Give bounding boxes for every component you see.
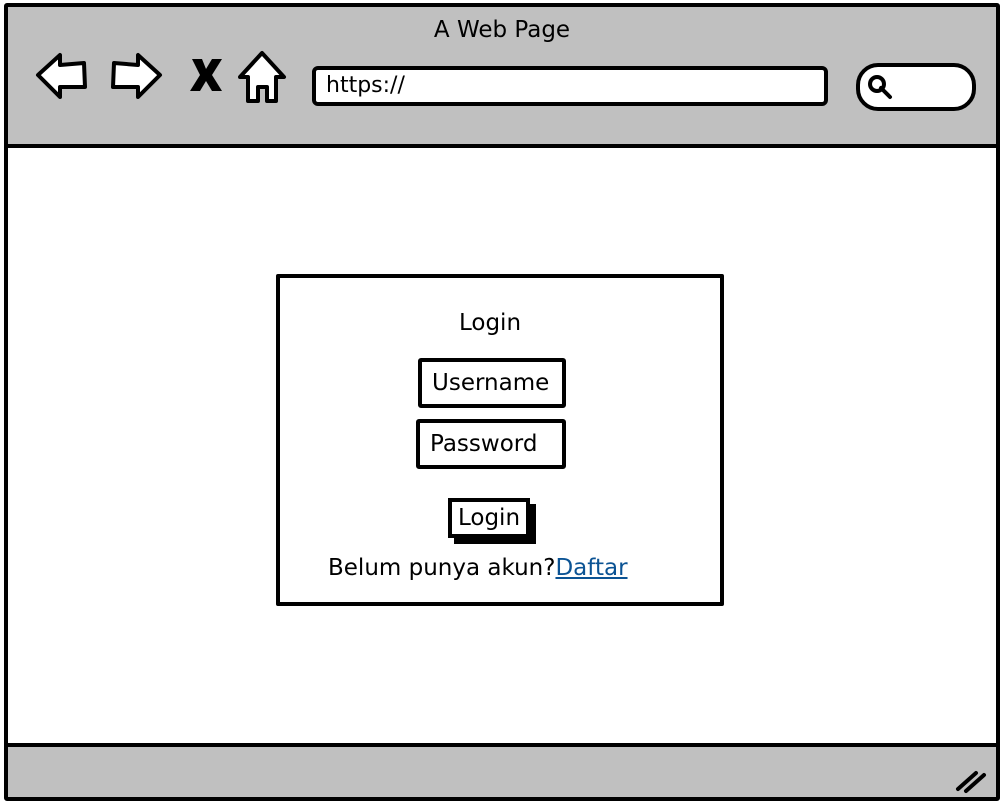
resize-grip-icon[interactable] <box>954 767 988 795</box>
forward-arrow-icon[interactable] <box>106 45 166 105</box>
browser-toolbar: A Web Page https:// <box>8 7 996 148</box>
signup-link[interactable]: Daftar <box>555 555 628 581</box>
close-icon[interactable] <box>176 45 236 105</box>
signup-prompt-line: Belum punya akun?Daftar <box>328 555 628 581</box>
signup-prompt: Belum punya akun? <box>328 555 556 581</box>
status-bar <box>8 743 996 797</box>
login-title: Login <box>458 310 522 336</box>
home-icon[interactable] <box>232 45 292 105</box>
url-input[interactable]: https:// <box>312 66 828 106</box>
password-field[interactable]: Password <box>416 419 566 469</box>
login-panel: Login Username Password Login Belum puny… <box>276 274 724 606</box>
browser-window: A Web Page https:// <box>4 3 1000 801</box>
username-placeholder: Username <box>432 370 550 396</box>
login-button[interactable]: Login <box>448 498 530 538</box>
search-input[interactable] <box>856 63 976 111</box>
url-text: https:// <box>326 73 405 98</box>
back-arrow-icon[interactable] <box>32 45 92 105</box>
username-field[interactable]: Username <box>418 358 566 408</box>
window-title: A Web Page <box>433 17 571 43</box>
password-placeholder: Password <box>430 431 538 457</box>
search-icon <box>866 73 894 101</box>
